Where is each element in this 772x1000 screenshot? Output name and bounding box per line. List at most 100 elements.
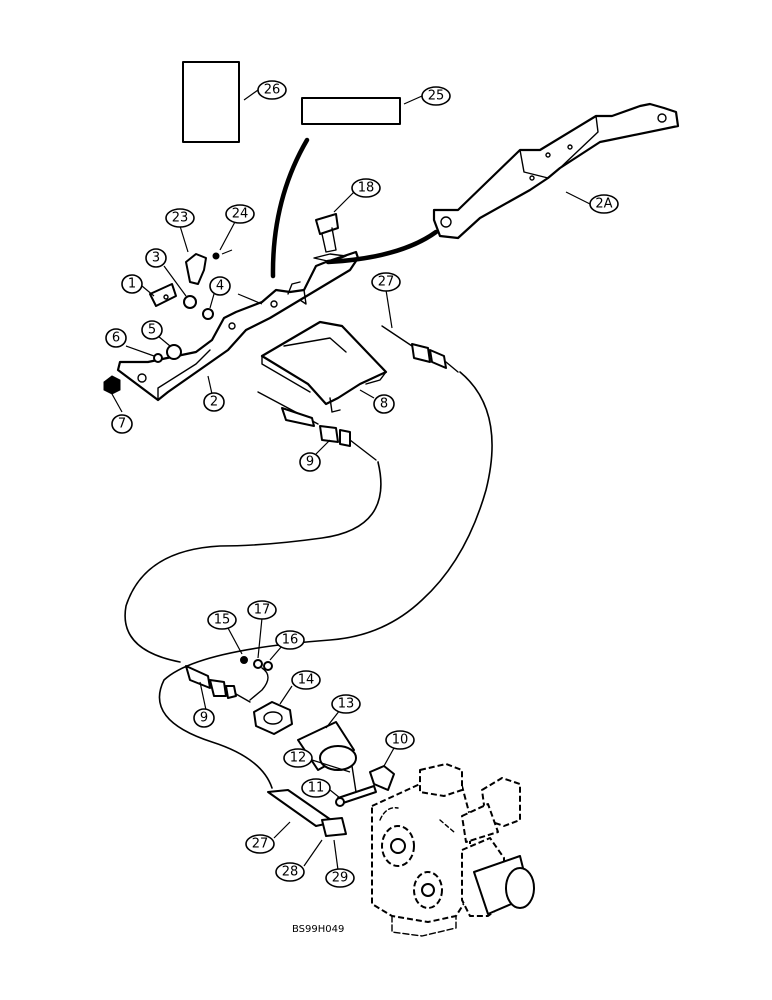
callout-8: 8 xyxy=(373,394,395,414)
svg-text:13: 13 xyxy=(338,697,355,712)
svg-text:4: 4 xyxy=(216,279,224,294)
callouts: 26 25 2A 18 23 24 3 1 4 5 6 7 2 xyxy=(105,80,619,888)
decal-26 xyxy=(182,61,240,143)
svg-text:12: 12 xyxy=(290,751,307,766)
svg-text:26: 26 xyxy=(264,83,281,98)
callout-17: 17 xyxy=(247,600,277,620)
cable-27 xyxy=(158,325,493,837)
callout-leader xyxy=(141,285,155,297)
svg-text:7: 7 xyxy=(118,417,126,432)
callout-leader xyxy=(125,345,155,357)
svg-text:15: 15 xyxy=(214,613,231,628)
callout-6: 6 xyxy=(105,328,127,348)
part-5 xyxy=(166,344,182,360)
pin-11 xyxy=(335,785,377,807)
callout-leader xyxy=(403,95,423,105)
callout-leader xyxy=(179,225,189,253)
part-4 xyxy=(202,308,214,320)
bracket-2 xyxy=(116,250,360,402)
part-24 xyxy=(212,252,220,260)
callout-10: 10 xyxy=(385,730,415,750)
svg-text:2: 2 xyxy=(210,395,218,410)
callout-9-upper: 9 xyxy=(299,452,321,472)
svg-text:10: 10 xyxy=(392,733,409,748)
callout-leader xyxy=(219,219,237,251)
callout-7: 7 xyxy=(111,414,133,434)
bolt-18 xyxy=(313,213,347,263)
callout-leader xyxy=(333,839,339,871)
callout-15: 15 xyxy=(207,610,237,630)
clip-10 xyxy=(369,765,395,791)
svg-text:1: 1 xyxy=(128,277,136,292)
svg-text:2A: 2A xyxy=(595,197,612,212)
callout-leader xyxy=(273,821,291,839)
callout-27-lower: 27 xyxy=(245,834,275,854)
svg-text:28: 28 xyxy=(282,865,299,880)
callout-leader xyxy=(311,759,351,773)
part-4-guide xyxy=(237,293,263,305)
svg-text:17: 17 xyxy=(254,603,271,618)
callout-leader xyxy=(199,681,207,711)
callout-25: 25 xyxy=(421,86,451,106)
callout-leader xyxy=(157,335,171,347)
callout-leader xyxy=(163,265,187,297)
part-16 xyxy=(263,661,273,671)
part-17 xyxy=(253,659,263,669)
svg-text:9: 9 xyxy=(200,711,208,726)
callout-leader xyxy=(303,839,323,867)
callout-2a: 2A xyxy=(589,194,619,214)
callout-26: 26 xyxy=(257,80,287,100)
svg-text:23: 23 xyxy=(172,211,189,226)
callout-leader xyxy=(227,627,243,655)
drawing-reference: BS99H049 xyxy=(292,924,344,935)
part-6 xyxy=(153,353,163,363)
callout-leader xyxy=(257,617,263,659)
callout-leader xyxy=(385,289,393,329)
svg-text:29: 29 xyxy=(332,871,349,886)
svg-text:16: 16 xyxy=(282,633,299,648)
callout-leader xyxy=(269,645,283,661)
callout-leader xyxy=(329,789,341,799)
callout-leader xyxy=(359,389,375,399)
callout-4: 4 xyxy=(209,276,231,296)
svg-text:6: 6 xyxy=(112,331,120,346)
callout-18: 18 xyxy=(351,178,381,198)
callout-12: 12 xyxy=(283,748,313,768)
callout-29: 29 xyxy=(325,868,355,888)
bracket-2a xyxy=(432,102,680,240)
callout-leader xyxy=(209,293,215,309)
part-7 xyxy=(103,375,121,395)
svg-text:5: 5 xyxy=(148,323,156,338)
callout-9-lower: 9 xyxy=(193,708,215,728)
callout-leader xyxy=(279,685,293,705)
svg-text:14: 14 xyxy=(298,673,315,688)
svg-text:9: 9 xyxy=(306,455,314,470)
svg-text:3: 3 xyxy=(152,251,160,266)
callout-leader xyxy=(243,89,259,101)
svg-text:27: 27 xyxy=(252,837,269,852)
callout-leader xyxy=(383,747,395,767)
svg-text:18: 18 xyxy=(358,181,375,196)
callout-leader xyxy=(333,191,355,213)
control-valve xyxy=(371,763,535,937)
part-3 xyxy=(183,295,197,309)
callout-leader xyxy=(325,709,341,729)
pin-12 xyxy=(351,765,357,793)
decal-25 xyxy=(301,97,401,125)
callout-5: 5 xyxy=(141,320,163,340)
callout-23: 23 xyxy=(165,208,195,228)
plate-8 xyxy=(260,320,388,413)
bracket-2a-arc xyxy=(325,229,439,265)
callout-24: 24 xyxy=(225,204,255,224)
cable-9 xyxy=(124,391,382,703)
callout-leader xyxy=(565,191,591,205)
svg-text:25: 25 xyxy=(428,89,445,104)
callout-13: 13 xyxy=(331,694,361,714)
callout-3: 3 xyxy=(145,248,167,268)
callout-2: 2 xyxy=(203,392,225,412)
callout-leader xyxy=(111,393,123,413)
svg-text:24: 24 xyxy=(232,207,249,222)
callout-leader xyxy=(207,375,213,395)
decal-placement-arc xyxy=(270,137,310,279)
